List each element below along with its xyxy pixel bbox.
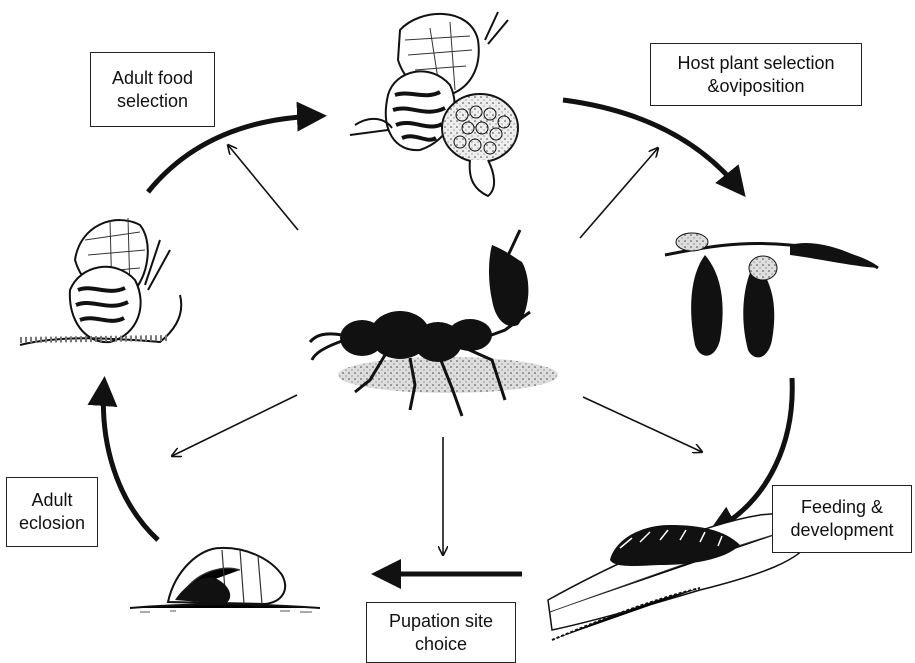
ant-arrow-to-eclosion — [172, 395, 297, 456]
label-eclosion-line2: eclosion — [19, 512, 85, 535]
pupa-illustration — [130, 548, 320, 612]
label-adult-eclosion: Adult eclosion — [6, 477, 98, 547]
label-feeding-line2: development — [790, 519, 893, 542]
label-feeding-development: Feeding & development — [772, 485, 912, 553]
label-pupation-line1: Pupation site — [389, 610, 493, 633]
label-eclosion-line1: Adult — [31, 489, 72, 512]
label-host-plant-line1: Host plant selection — [677, 52, 834, 75]
ant-illustration — [310, 230, 558, 416]
label-host-plant-selection: Host plant selection &oviposition — [650, 43, 862, 106]
butterfly-on-flower-illustration — [350, 12, 518, 196]
ant-arrow-to-oviposition — [580, 148, 658, 238]
eggs-on-stem-illustration — [665, 233, 878, 357]
label-adult-food-line1: Adult food — [112, 67, 193, 90]
label-adult-food-line2: selection — [117, 90, 188, 113]
label-pupation-line2: choice — [415, 633, 467, 656]
cycle-arrow-pupa-to-eclosion — [103, 385, 158, 540]
flower-head — [442, 94, 518, 162]
label-adult-food-selection: Adult food selection — [90, 52, 215, 127]
ant-arrow-to-food — [228, 145, 298, 230]
label-host-plant-line2: &oviposition — [707, 75, 804, 98]
cycle-arrow-eclosion-to-food — [148, 116, 318, 192]
label-pupation-site-choice: Pupation site choice — [366, 602, 516, 663]
label-feeding-line1: Feeding & — [801, 496, 883, 519]
newly-eclosed-butterfly-illustration — [20, 218, 181, 345]
ant-arrow-to-feeding — [583, 397, 702, 452]
cycle-arrow-food-to-oviposition — [563, 100, 740, 190]
